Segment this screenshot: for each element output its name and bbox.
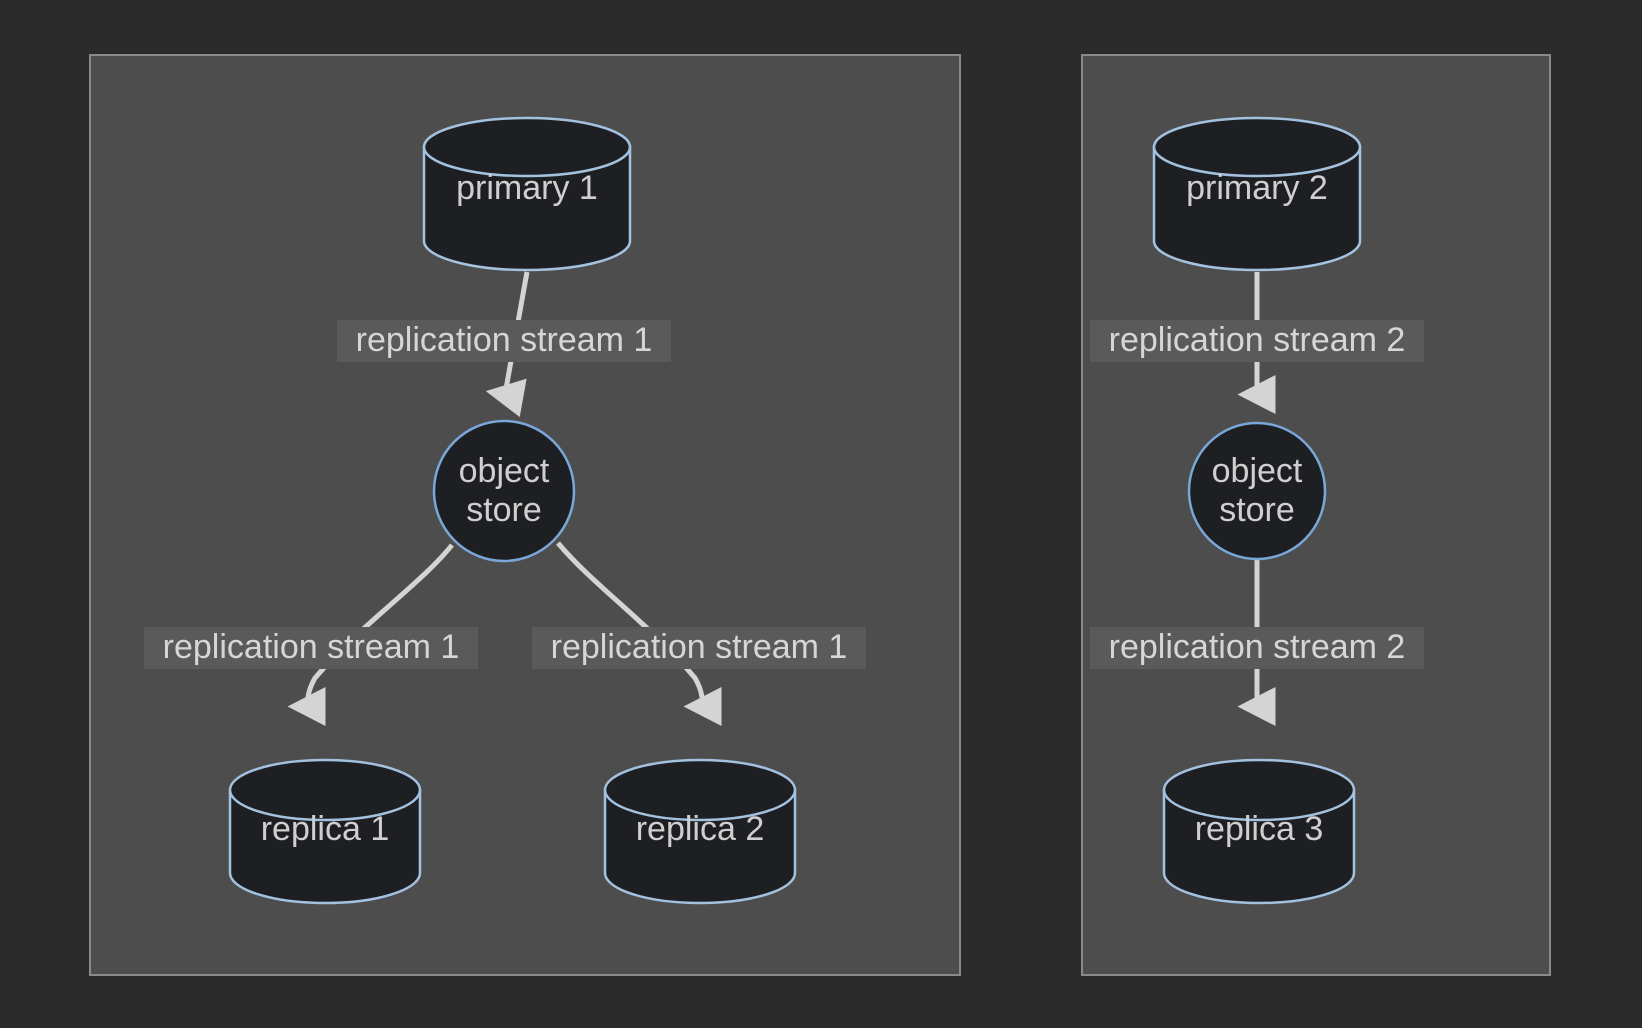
replica-2-body [603,788,797,905]
object-store-1-label-line2: store [466,491,542,529]
edge-label-primary2-objectstore2: replication stream 2 [1090,320,1424,362]
node-replica-3[interactable]: replica 3 [1162,758,1356,905]
edge-label-objectstore1-replica1: replication stream 1 [144,627,478,669]
edge-label-primary1-objectstore1: replication stream 1 [337,320,671,362]
edge-label-text: replication stream 2 [1109,321,1406,359]
node-object-store-2[interactable]: object store [1187,421,1327,561]
object-store-2-label-line2: store [1219,491,1295,529]
object-store-2-label-line1: object [1212,452,1303,490]
edge-label-bg [144,627,478,669]
object-store-1-circle [432,419,576,563]
primary-2-body [1152,145,1362,272]
primary-2-label: primary 2 [1186,169,1328,207]
node-replica-1[interactable]: replica 1 [228,758,422,905]
replica-1-body [228,788,422,905]
edge-label-text: replication stream 1 [551,628,848,666]
node-replica-2[interactable]: replica 2 [603,758,797,905]
replica-1-label: replica 1 [261,810,390,848]
edge-label-text: replication stream 1 [163,628,460,666]
edge-label-objectstore2-replica3: replication stream 2 [1090,627,1424,669]
node-primary-1[interactable]: primary 1 [422,116,632,272]
primary-2-top [1152,116,1362,178]
replica-2-label: replica 2 [636,810,765,848]
edge-label-bg [337,320,671,362]
node-primary-2[interactable]: primary 2 [1152,116,1362,272]
edge-label-text: replication stream 2 [1109,628,1406,666]
object-store-2-circle [1187,421,1327,561]
edge-label-bg [1090,320,1424,362]
node-object-store-1[interactable]: object store [432,419,576,563]
primary-1-top [422,116,632,178]
replica-3-top [1162,758,1356,822]
replica-2-top [603,758,797,822]
replica-3-body [1162,788,1356,905]
edge-label-bg [532,627,866,669]
replica-3-label: replica 3 [1195,810,1324,848]
object-store-1-label-line1: object [459,452,550,490]
edge-label-text: replication stream 1 [356,321,653,359]
edge-label-bg [1090,627,1424,669]
primary-1-label: primary 1 [456,169,598,207]
replica-1-top [228,758,422,822]
edge-label-objectstore1-replica2: replication stream 1 [532,627,866,669]
primary-1-body [422,145,632,272]
